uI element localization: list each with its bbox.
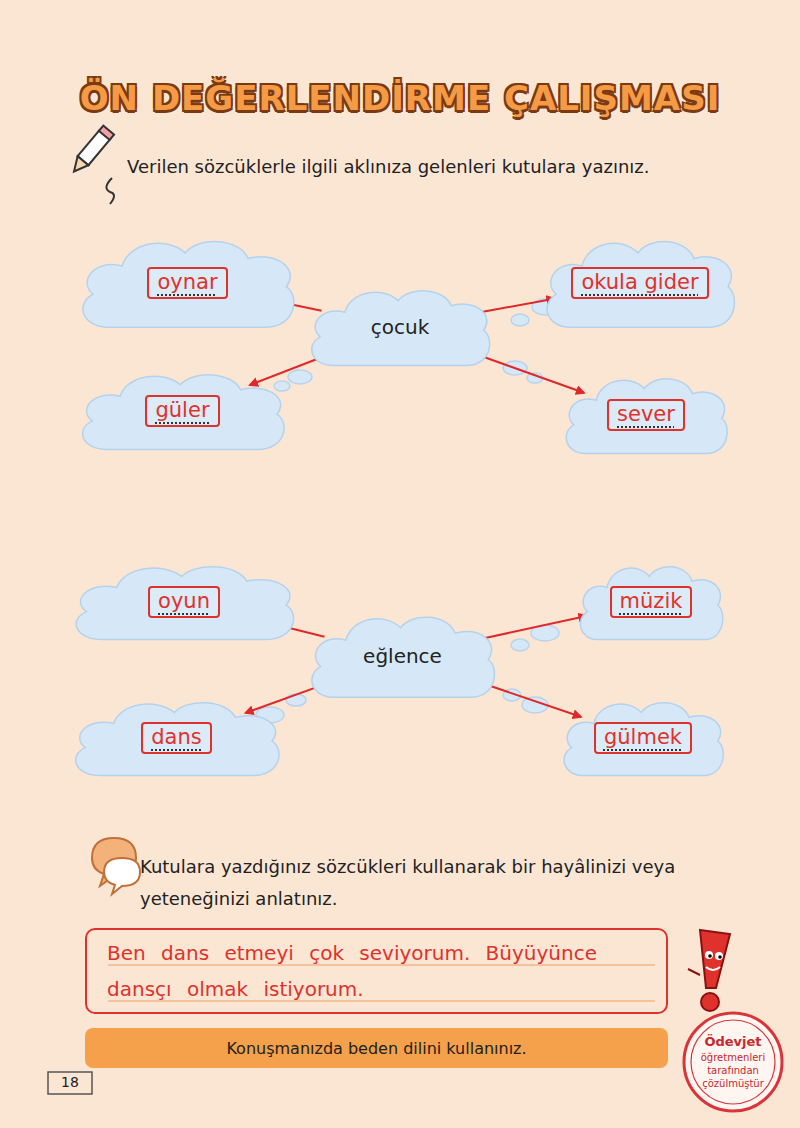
page-title: ÖN DEĞERLENDİRME ÇALIŞMASI: [0, 78, 800, 118]
answer-word: oyun: [148, 586, 220, 618]
answer-word: oynar: [147, 267, 227, 299]
handwritten-answer: Ben dans etmeyi çok seviyorum. Büyüyünce…: [107, 935, 646, 1007]
center-cloud: çocuk: [305, 286, 495, 368]
answer-cloud: oyun: [68, 562, 300, 642]
topic-word: eğlence: [363, 644, 442, 668]
answer-word: sever: [607, 399, 685, 431]
speech-icon: [92, 838, 140, 894]
answer-cloud: oynar: [75, 236, 300, 330]
answer-word: müzik: [610, 586, 693, 618]
band-text: Konuşmanızda beden dilini kullanınız.: [226, 1039, 526, 1058]
stamp-text: çözülmüştür: [688, 1078, 778, 1089]
answer-cloud: güler: [75, 370, 290, 452]
answer-word: güler: [145, 395, 219, 427]
answer-cloud: gülmek: [558, 698, 728, 778]
stamp-text: tarafından: [688, 1065, 778, 1076]
instruction-text: Kutulara yazdığınız sözcükleri kullanara…: [140, 851, 700, 915]
page-number: 18: [48, 1074, 92, 1090]
arrow-connector: [483, 616, 587, 638]
answer-cloud: okula gider: [540, 236, 740, 330]
instruction-text: Verilen sözcüklerle ilgili aklınıza gele…: [127, 156, 767, 177]
pencil-squiggle: [106, 178, 114, 204]
answer-word: okula gider: [571, 267, 708, 299]
stamp-text: Ödevjet: [688, 1034, 778, 1049]
answer-cloud: dans: [68, 698, 285, 778]
note-band: Konuşmanızda beden dilini kullanınız.: [85, 1028, 668, 1068]
topic-word: çocuk: [371, 315, 430, 339]
stamp: [684, 1013, 782, 1111]
stamp-text: öğretmenleri: [688, 1052, 778, 1063]
pencil-icon: [69, 126, 114, 176]
answer-cloud: sever: [560, 374, 732, 456]
page-number-frame: [48, 1072, 92, 1094]
answer-box: Ben dans etmeyi çok seviyorum. Büyüyünce…: [85, 928, 668, 1014]
answer-cloud: müzik: [575, 562, 727, 642]
arrow-connector: [480, 299, 554, 313]
exclamation-mascot: [688, 930, 730, 1011]
center-cloud: eğlence: [305, 612, 500, 700]
answer-word: gülmek: [594, 722, 692, 754]
answer-word: dans: [141, 722, 211, 754]
